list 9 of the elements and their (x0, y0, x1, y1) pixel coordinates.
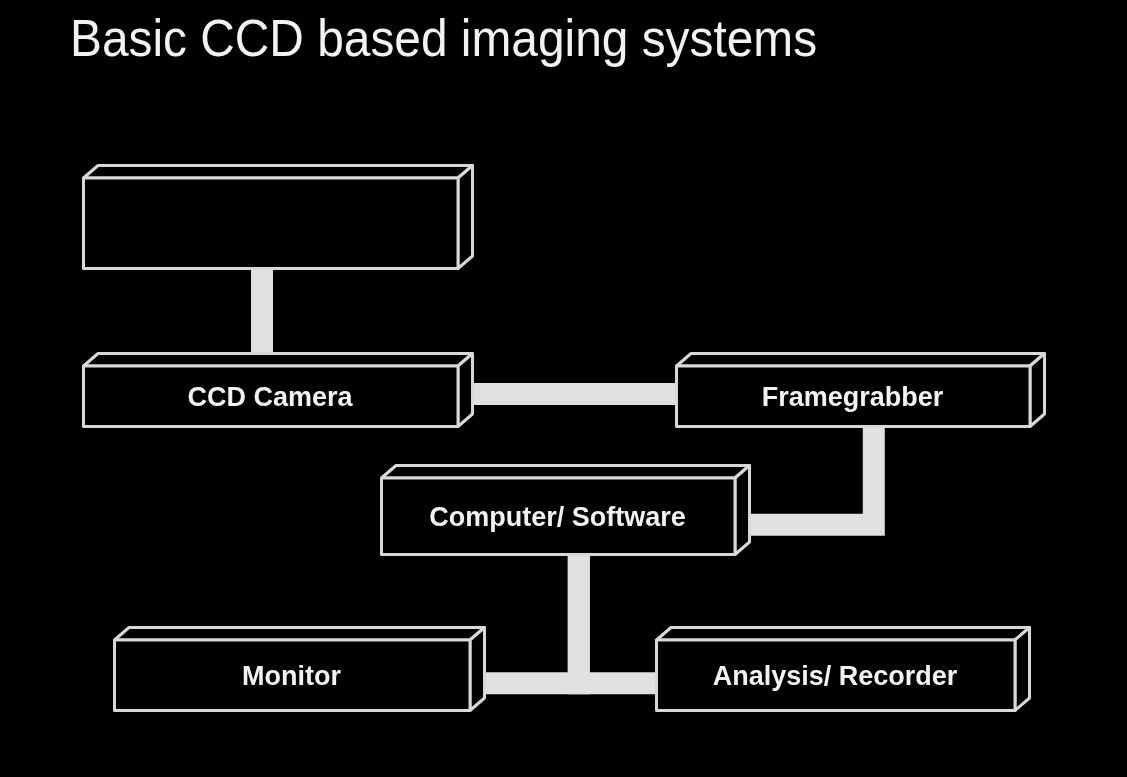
block-label: CCD Camera (187, 382, 353, 412)
title: Basic CCD based imaging systems (70, 8, 818, 68)
connector-bar (474, 382, 675, 405)
block-label: Computer/ Software (429, 502, 686, 532)
block-label: Analysis/ Recorder (712, 661, 958, 691)
connector-bar (251, 270, 273, 352)
block-label: Framegrabber (761, 382, 944, 412)
block-label: Monitor (242, 661, 341, 691)
connector-bar (751, 428, 885, 536)
